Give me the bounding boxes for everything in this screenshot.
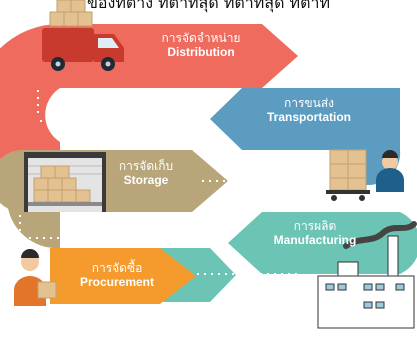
stage-manufacturing-label: การผลิต Manufacturing [260,219,370,248]
factory-icon [317,221,417,329]
storage-thai-label: การจัดเก็บ [118,159,174,173]
delivery-truck-icon [42,0,124,71]
storage-english-label: Storage [123,172,169,187]
stage-procurement-label: การจัดซื้อ Procurement [62,261,172,290]
distribution-thai-label: การจัดจำหน่าย [161,31,241,45]
procurement-english-label: Procurement [79,274,155,289]
stage-distribution-label: การจัดจำหน่าย Distribution [146,31,256,60]
distribution-english-label: Distribution [167,44,235,59]
warehouse-icon [24,152,106,212]
procurement-thai-label: การจัดซื้อ [91,261,143,275]
worker-with-cart-icon [326,149,404,201]
stage-transportation-label: การขนส่ง Transportation [254,96,364,125]
header-partial-text: ของที่ต่าง ที่ต่ำที่สุด ที่ต่ำที่สุด ที่… [86,0,331,12]
stage-storage-label: การจัดเก็บ Storage [104,159,188,188]
transportation-thai-label: การขนส่ง [283,96,335,110]
manufacturing-thai-label: การผลิต [293,219,337,233]
procurement-band [50,248,196,304]
procurement-worker-icon [14,249,57,306]
manufacturing-english-label: Manufacturing [273,232,357,247]
transportation-english-label: Transportation [266,109,351,124]
